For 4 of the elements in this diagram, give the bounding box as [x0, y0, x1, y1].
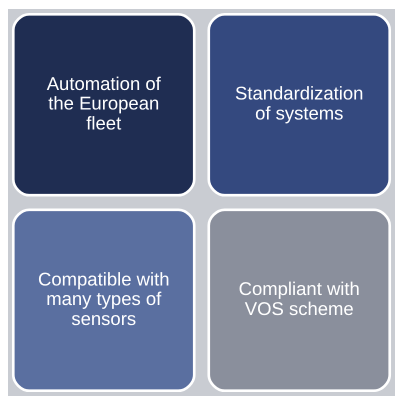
node-box: Standardization of systems	[207, 12, 392, 197]
node-box: Automation of the European fleet	[12, 12, 196, 197]
node-box: Compatible with many types of sensors	[12, 208, 196, 392]
node-box: Compliant with VOS scheme	[207, 208, 392, 392]
